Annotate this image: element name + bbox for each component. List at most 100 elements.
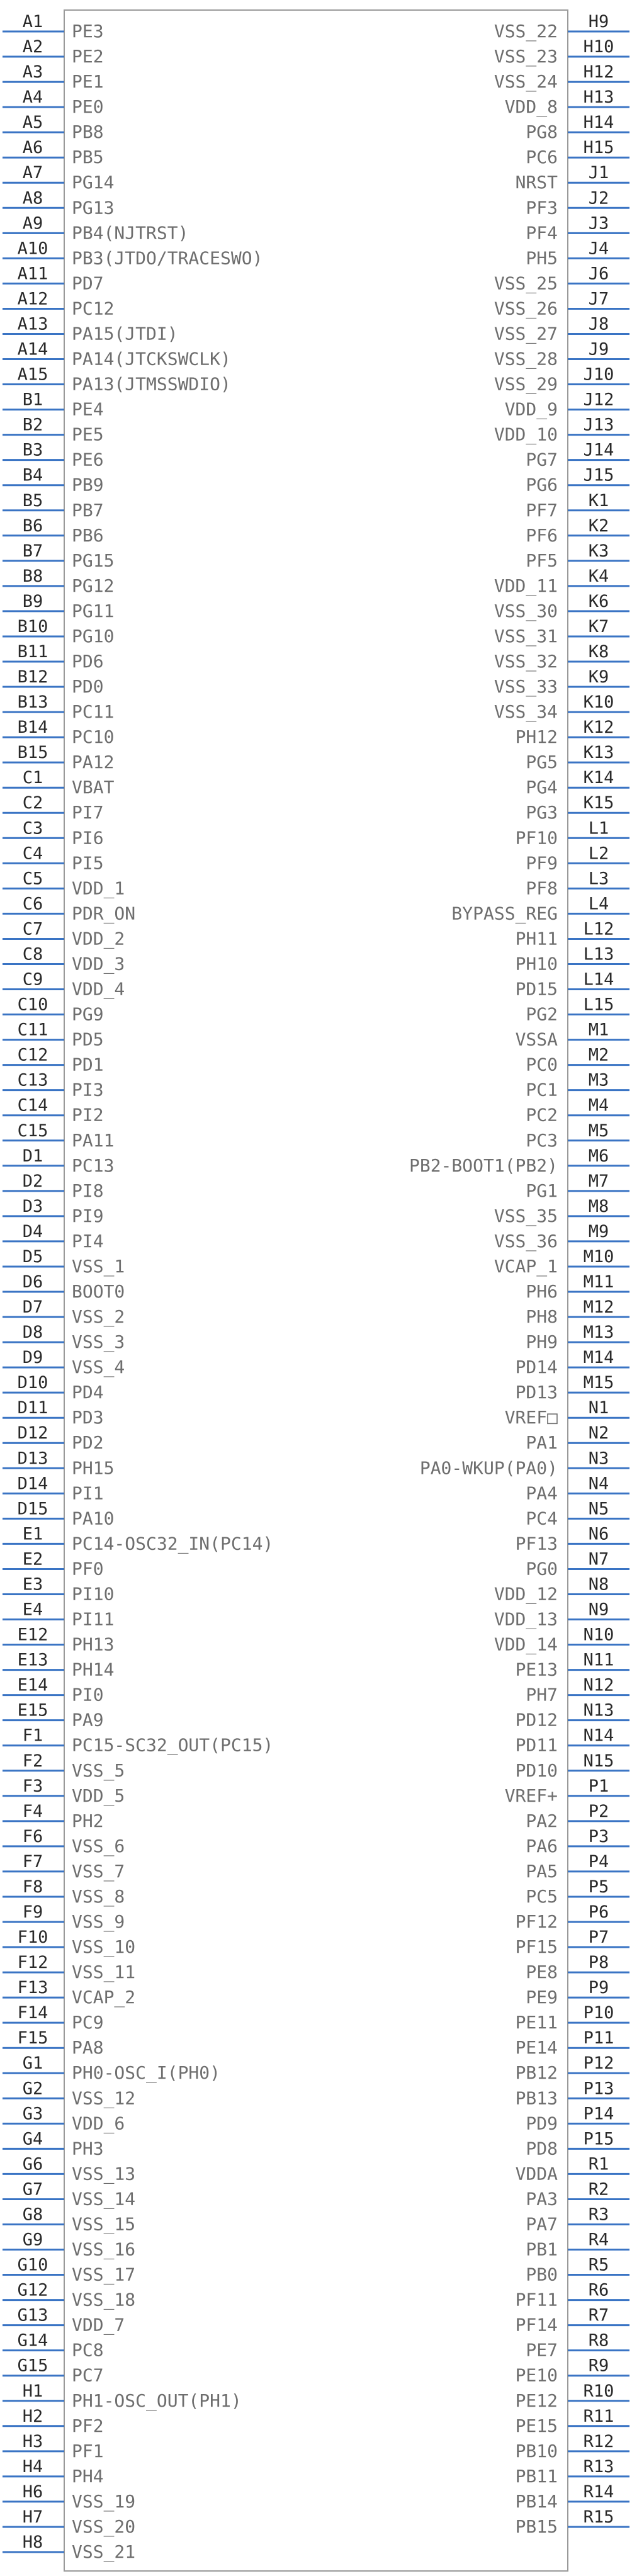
pin-number: N2 <box>589 1423 609 1443</box>
pin-number: B15 <box>18 743 48 762</box>
pin-number: G6 <box>23 2154 43 2174</box>
pin-number: D11 <box>18 1398 48 1418</box>
pin-number: B4 <box>23 466 43 485</box>
pin-name: PG0 <box>526 1558 558 1579</box>
pin-name: PB8 <box>72 121 104 142</box>
pin-name: PH7 <box>526 1685 558 1705</box>
pin-number: N8 <box>589 1574 609 1594</box>
pin-name: PC12 <box>72 298 114 319</box>
pin-number: F9 <box>23 1902 43 1922</box>
pin-number: B12 <box>18 667 48 687</box>
pin-number: G13 <box>18 2306 48 2325</box>
pin-number: F13 <box>18 1978 48 1997</box>
pin-number: M11 <box>584 1272 614 1292</box>
pin-number: K13 <box>584 743 614 762</box>
pin-number: P13 <box>584 2079 614 2098</box>
pin-number: A7 <box>23 163 43 183</box>
pin-name: VSS_35 <box>494 1206 558 1227</box>
pin-number: D7 <box>23 1297 43 1317</box>
pin-name: PH6 <box>526 1281 558 1302</box>
pin-number: H7 <box>23 2507 43 2527</box>
pin-number: E3 <box>23 1574 43 1594</box>
pin-number: H6 <box>23 2482 43 2502</box>
pin-number: F3 <box>23 1777 43 1796</box>
pin-name: PI10 <box>72 1583 114 1604</box>
pin-number: F2 <box>23 1751 43 1771</box>
pin-number: H10 <box>584 37 614 57</box>
pin-name: VSSA <box>516 1029 558 1050</box>
pin-number: H1 <box>23 2381 43 2401</box>
pin-number: C13 <box>18 1071 48 1090</box>
pin-number: R10 <box>584 2381 614 2401</box>
pin-name: VSS_5 <box>72 1760 125 1782</box>
pin-name: PB10 <box>516 2441 558 2461</box>
pin-name: PE0 <box>72 96 104 117</box>
pin-number: A3 <box>23 62 43 82</box>
pin-number: E13 <box>18 1651 48 1670</box>
pin-name: PA14(JTCKSWCLK) <box>72 349 231 370</box>
pin-name: PH11 <box>516 928 558 949</box>
pin-number: J14 <box>584 441 614 460</box>
pin-number: L12 <box>584 919 614 939</box>
pin-number: R14 <box>584 2482 614 2502</box>
pin-name: PG6 <box>526 475 558 495</box>
right-pin-group: H9VSS_22H10VSS_23H12VSS_24H13VDD_8H14PG8… <box>409 12 629 2537</box>
pin-name: VDD_12 <box>494 1583 558 1605</box>
pin-number: A2 <box>23 37 43 57</box>
pin-number: R9 <box>589 2356 609 2376</box>
pin-name: PB1 <box>526 2239 558 2260</box>
pin-number: J12 <box>584 390 614 410</box>
pin-number: B13 <box>18 692 48 712</box>
pin-number: C11 <box>18 1020 48 1040</box>
pin-number: K10 <box>584 692 614 712</box>
pin-name: VSS_15 <box>72 2213 135 2235</box>
pin-number: F15 <box>18 2028 48 2048</box>
pin-number: M6 <box>589 1146 609 1166</box>
pin-name: PI5 <box>72 852 104 873</box>
pin-number: P8 <box>589 1953 609 1972</box>
pin-number: D4 <box>23 1222 43 1241</box>
pin-name: PDR_ON <box>72 903 135 924</box>
pin-number: K15 <box>584 793 614 813</box>
pin-name: PG2 <box>526 1004 558 1025</box>
pin-name: PF11 <box>516 2290 558 2310</box>
pin-name: VDD_9 <box>505 399 558 421</box>
pin-name: VSS_9 <box>72 1911 125 1933</box>
pin-number: P14 <box>584 2104 614 2123</box>
pin-number: B14 <box>18 718 48 737</box>
pin-number: R6 <box>589 2281 609 2300</box>
pin-number: K12 <box>584 718 614 737</box>
